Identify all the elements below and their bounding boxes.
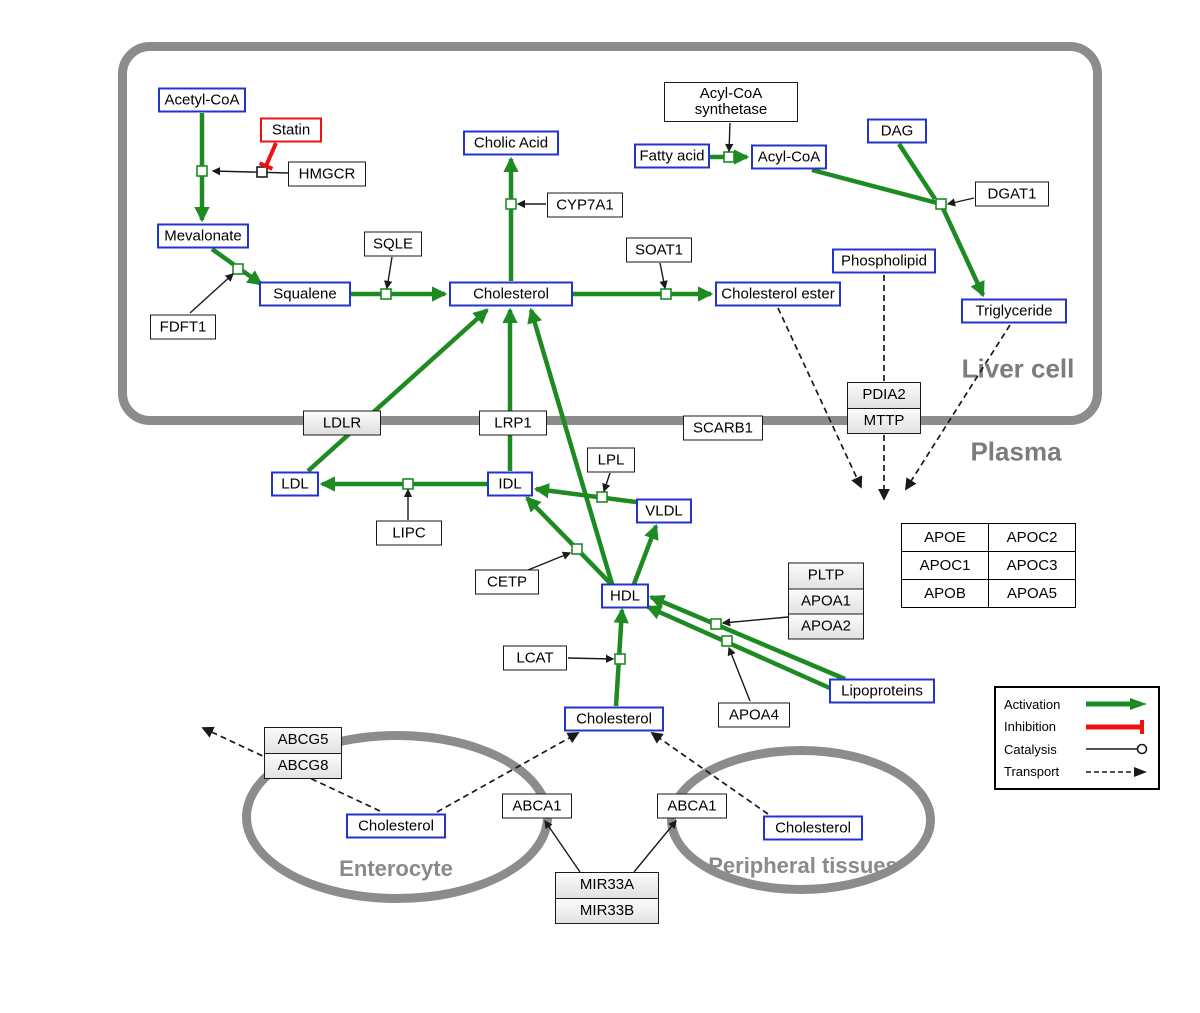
node-scarb1[interactable]: SCARB1: [683, 415, 763, 441]
node-ldl[interactable]: LDL: [271, 471, 319, 497]
legend-transport-label: Transport: [1004, 764, 1060, 780]
node-cetp[interactable]: CETP: [475, 569, 539, 595]
node-apoc2[interactable]: APOC2: [988, 523, 1076, 552]
catalysis-circle-icon: [1086, 744, 1148, 755]
node-cholesterol-plasma[interactable]: Cholesterol: [564, 706, 664, 732]
node-apoe[interactable]: APOE: [901, 523, 989, 552]
legend-activation-label: Activation: [1004, 696, 1061, 712]
node-mir33a-mir33b-row-1[interactable]: MIR33B: [556, 898, 658, 923]
node-lcat[interactable]: LCAT: [503, 645, 567, 671]
node-fatty-acid[interactable]: Fatty acid: [634, 143, 710, 169]
node-cholesterol-enterocyte[interactable]: Cholesterol: [346, 813, 446, 839]
node-mir33a-mir33b-row-0[interactable]: MIR33A: [556, 873, 658, 898]
node-pltp-apoa1-apoa2-row-1[interactable]: APOA1: [789, 588, 863, 614]
legend-item-catalysis: Catalysis: [1004, 739, 1150, 759]
node-abca1-left[interactable]: ABCA1: [502, 793, 572, 819]
transport-dashed-arrow-icon: [1086, 766, 1147, 777]
node-lipoproteins[interactable]: Lipoproteins: [829, 678, 935, 704]
node-fdft1[interactable]: FDFT1: [150, 314, 216, 340]
node-apoc1[interactable]: APOC1: [901, 551, 989, 580]
node-dag[interactable]: DAG: [867, 118, 927, 144]
node-pdia2-mttp-row-0[interactable]: PDIA2: [848, 383, 920, 408]
peripheral-tissues-label: Peripheral tissues: [708, 853, 898, 878]
node-pltp-apoa1-apoa2-row-2[interactable]: APOA2: [789, 613, 863, 639]
node-cholesterol-peripheral[interactable]: Cholesterol: [763, 815, 863, 841]
node-pltp-apoa1-apoa2-row-0[interactable]: PLTP: [789, 563, 863, 589]
node-cholesterol-liver[interactable]: Cholesterol: [449, 281, 573, 307]
node-hmgcr[interactable]: HMGCR: [288, 161, 366, 187]
node-apoa5[interactable]: APOA5: [988, 579, 1076, 608]
node-apob[interactable]: APOB: [901, 579, 989, 608]
node-squalene[interactable]: Squalene: [259, 281, 351, 307]
enterocyte-label: Enterocyte: [339, 856, 453, 881]
node-apoc3[interactable]: APOC3: [988, 551, 1076, 580]
peripheral-tissues-membrane: [667, 746, 935, 894]
node-sqle[interactable]: SQLE: [364, 231, 422, 257]
node-mevalonate[interactable]: Mevalonate: [157, 223, 249, 249]
legend-catalysis-label: Catalysis: [1004, 741, 1057, 757]
node-hdl[interactable]: HDL: [601, 583, 649, 609]
node-abcg5-abcg8-row-0[interactable]: ABCG5: [265, 728, 341, 753]
legend-inhibition-label: Inhibition: [1004, 719, 1057, 735]
node-abcg5-abcg8-row-1[interactable]: ABCG8: [265, 753, 341, 778]
node-abca1-right[interactable]: ABCA1: [657, 793, 727, 819]
legend-item-inhibition: Inhibition: [1004, 717, 1150, 737]
node-acetyl-coa[interactable]: Acetyl-CoA: [158, 87, 246, 113]
node-lpl[interactable]: LPL: [587, 447, 635, 473]
legend-box: Activation Inhibition Catalysis Transpor…: [994, 686, 1160, 790]
node-lrp1[interactable]: LRP1: [479, 410, 547, 436]
node-ldlr[interactable]: LDLR: [303, 410, 381, 436]
node-acyl-coa[interactable]: Acyl-CoA: [751, 144, 827, 170]
node-cholesterol-ester[interactable]: Cholesterol ester: [715, 281, 841, 307]
node-apoa4[interactable]: APOA4: [718, 702, 790, 728]
node-acyl-coa-synthetase-line: synthetase: [694, 101, 768, 118]
node-idl[interactable]: IDL: [487, 471, 533, 497]
legend-item-transport: Transport: [1004, 762, 1150, 782]
apolipoprotein-gene-table: APOE APOC2 APOC1 APOC3 APOB APOA5: [901, 523, 1076, 608]
node-lipc[interactable]: LIPC: [376, 520, 442, 546]
inhibition-tee-icon: [1086, 719, 1144, 734]
activation-arrow-icon: [1086, 698, 1147, 710]
node-phospholipid[interactable]: Phospholipid: [832, 248, 936, 274]
node-vldl[interactable]: VLDL: [636, 498, 692, 524]
node-dgat1[interactable]: DGAT1: [975, 181, 1049, 207]
node-statin[interactable]: Statin: [260, 117, 322, 143]
node-acyl-coa-synthetase-line: Acyl-CoA: [699, 85, 763, 102]
node-triglyceride[interactable]: Triglyceride: [961, 298, 1067, 324]
node-cyp7a1[interactable]: CYP7A1: [547, 192, 623, 218]
node-pdia2-mttp-row-1[interactable]: MTTP: [848, 408, 920, 433]
node-soat1[interactable]: SOAT1: [626, 237, 692, 263]
node-cholic-acid[interactable]: Cholic Acid: [463, 130, 559, 156]
legend-item-activation: Activation: [1004, 694, 1150, 714]
